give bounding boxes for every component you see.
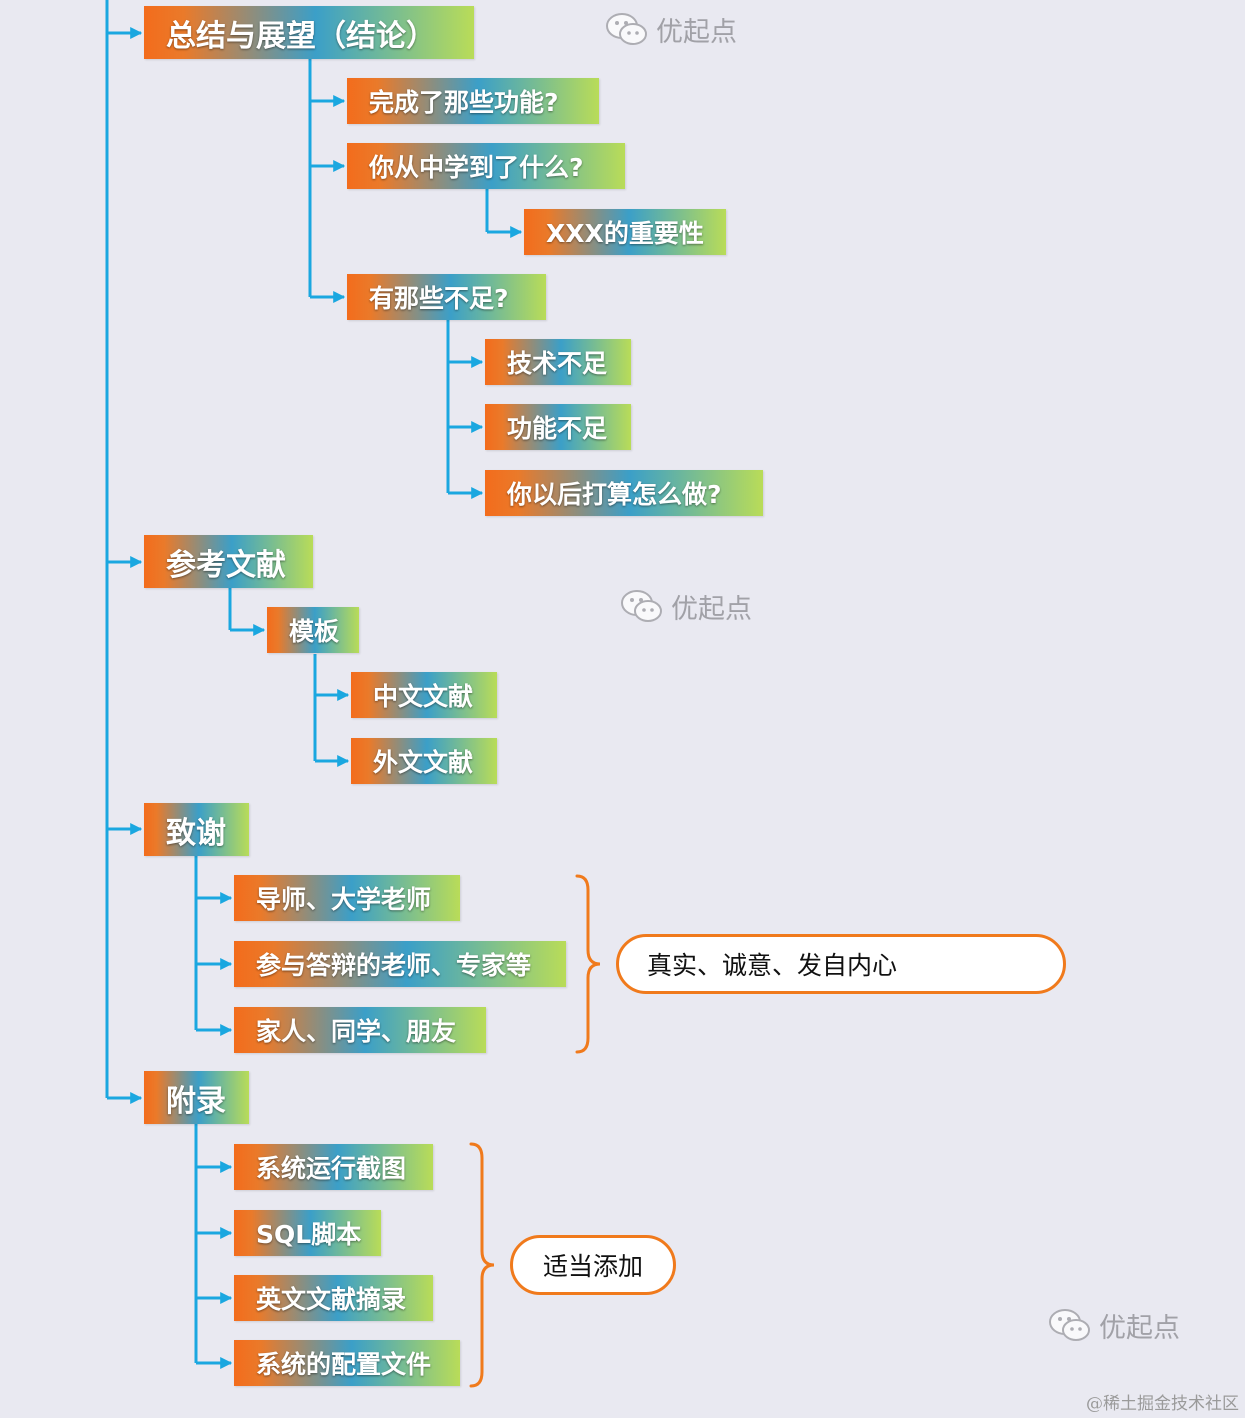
node-sql-script[interactable]: SQL脚本	[234, 1210, 381, 1256]
wechat-icon	[606, 12, 647, 45]
node-shortcomings[interactable]: 有那些不足?	[347, 274, 546, 320]
node-references[interactable]: 参考文献	[144, 535, 313, 588]
node-family[interactable]: 家人、同学、朋友	[234, 1007, 486, 1053]
watermark-text: 优起点	[671, 594, 752, 625]
node-conclusion[interactable]: 总结与展望（结论）	[144, 6, 474, 59]
wechat-icon	[1049, 1308, 1090, 1341]
source-credit: @稀土掘金技术社区	[1086, 1394, 1239, 1414]
node-template[interactable]: 模板	[267, 607, 359, 653]
wechat-icon	[621, 589, 662, 622]
node-screenshots[interactable]: 系统运行截图	[234, 1144, 433, 1190]
node-english-excerpt[interactable]: 英文文献摘录	[234, 1275, 433, 1321]
node-mentors[interactable]: 导师、大学老师	[234, 875, 460, 921]
node-foreign-refs[interactable]: 外文文献	[351, 738, 497, 784]
node-future-plan[interactable]: 你以后打算怎么做?	[485, 470, 763, 516]
watermark: 优起点	[1049, 1306, 1180, 1345]
node-tech-short[interactable]: 技术不足	[485, 339, 631, 385]
callout-thanks-note[interactable]: 真实、诚意、发自内心	[616, 934, 1066, 994]
node-appendix[interactable]: 附录	[144, 1071, 249, 1124]
callout-appendix-note[interactable]: 适当添加	[510, 1235, 676, 1295]
node-thanks[interactable]: 致谢	[144, 803, 249, 856]
watermark-text: 优起点	[1099, 1313, 1180, 1344]
watermark-text: 优起点	[656, 17, 737, 48]
node-config-files[interactable]: 系统的配置文件	[234, 1340, 460, 1386]
node-features-done[interactable]: 完成了那些功能?	[347, 78, 599, 124]
watermark: 优起点	[621, 587, 752, 626]
node-chinese-refs[interactable]: 中文文献	[351, 672, 497, 718]
node-func-short[interactable]: 功能不足	[485, 404, 631, 450]
node-importance[interactable]: XXX的重要性	[524, 209, 726, 255]
node-defense-panel[interactable]: 参与答辩的老师、专家等	[234, 941, 566, 987]
watermark: 优起点	[606, 10, 737, 49]
node-learned[interactable]: 你从中学到了什么?	[347, 143, 625, 189]
